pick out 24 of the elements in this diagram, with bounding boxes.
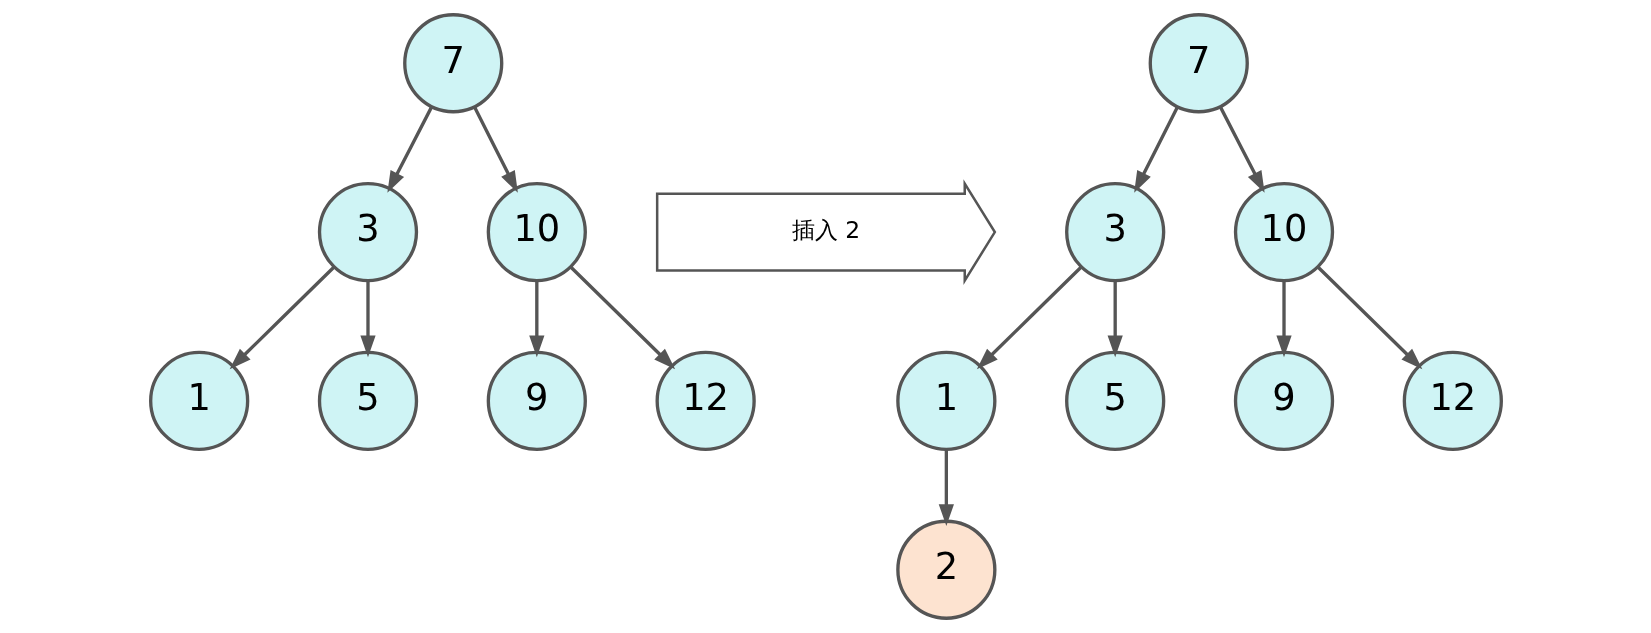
arrow [976, 266, 1082, 370]
node-circle: 9 [1233, 350, 1334, 452]
arrow [1275, 280, 1292, 358]
arrow [472, 106, 518, 193]
arrow [938, 449, 954, 527]
arrow [569, 266, 675, 370]
node-circle: 3 [317, 181, 418, 283]
arrow [1107, 280, 1123, 358]
node-circle: 10 [486, 181, 587, 283]
arrow [386, 106, 433, 193]
node-circle: 7 [402, 13, 503, 114]
arrow [229, 266, 335, 370]
arrow [1316, 266, 1422, 370]
arrow [359, 280, 376, 358]
node-circle: 9 [486, 350, 587, 452]
arrow [1218, 106, 1265, 193]
node-circle: 2 [895, 519, 996, 620]
node-circle: 7 [1148, 13, 1249, 114]
node-circle: 5 [317, 350, 418, 452]
node-circle: 3 [1064, 181, 1165, 283]
arrow [528, 280, 544, 358]
node-circle: 5 [1064, 350, 1165, 452]
arrow [1133, 106, 1179, 193]
node-circle: 10 [1233, 181, 1334, 283]
